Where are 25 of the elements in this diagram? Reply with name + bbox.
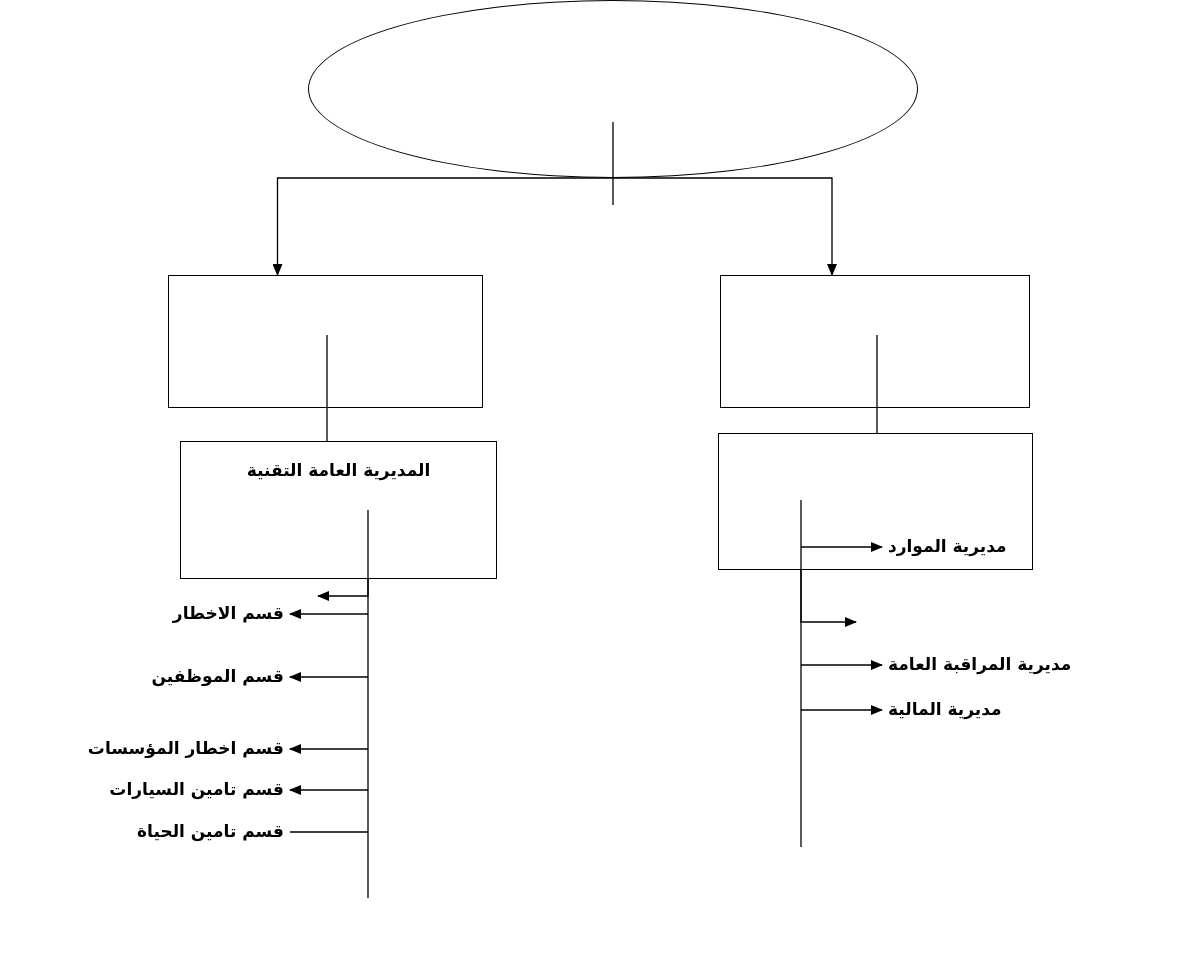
arrow [800,569,857,627]
connector-line [367,509,369,899]
department-label: قسم الموظفين [151,665,284,689]
arrow [289,785,369,795]
connector-line [800,499,802,848]
arrow [800,705,883,715]
department-label: قسم تامين الحياة [137,820,284,844]
org-box [718,433,1033,570]
department-label: قسم الاخطار [172,602,284,626]
arrow [289,744,369,754]
org-box [720,275,1030,408]
arrow [317,578,369,601]
arrow [800,542,883,552]
department-label: مديرية المالية [888,698,1002,722]
department-label: قسم اخطار المؤسسات [87,737,284,761]
arrow [800,660,883,670]
arrow [612,177,837,276]
department-label: قسم تامين السيارات [109,778,284,802]
department-label: مديرية الموارد [888,535,1007,559]
org-box [180,441,497,579]
arrow [289,672,369,682]
arrow [272,177,614,276]
department-label: مديرية المراقبة العامة [888,653,1072,677]
org-box [168,275,483,408]
arrow [289,609,369,619]
